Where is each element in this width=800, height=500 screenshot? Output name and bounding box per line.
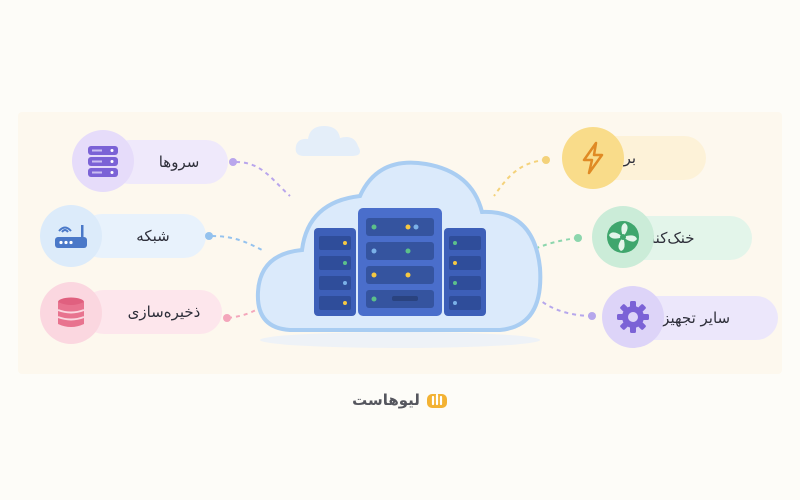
connector-other [539,299,593,317]
connector-power [493,159,547,197]
cooling-circle [592,206,654,268]
storage-dot [223,314,231,322]
brand-name: لیوهاست [352,391,420,409]
small-cloud-icon [295,126,360,156]
network-label: شبکه [136,227,170,245]
fan-icon [607,221,639,253]
server-racks-icon [314,208,486,316]
connector-servers [235,161,291,197]
cooling-dot [574,234,582,242]
database-icon [57,297,85,327]
storage-circle [40,282,102,344]
other-label: سایر تجهیزات [643,309,731,327]
power-circle [562,127,624,189]
network-dot [205,232,213,240]
other-dot [588,312,596,320]
brand-mark-icon [426,393,447,408]
storage-label-pill: ذخیره‌سازی [82,290,222,334]
other-circle [602,286,664,348]
storage-label: ذخیره‌سازی [127,303,201,321]
connector-network [211,235,263,251]
network-circle [40,205,102,267]
server-stack-icon [88,146,118,177]
servers-label: سروها [158,153,200,171]
power-dot [542,156,550,164]
servers-dot [229,158,237,166]
brand-logo: لیوهاست [340,388,460,412]
router-icon [55,225,87,248]
gear-icon [617,301,649,333]
lightning-icon [582,141,604,175]
servers-circle [72,130,134,192]
